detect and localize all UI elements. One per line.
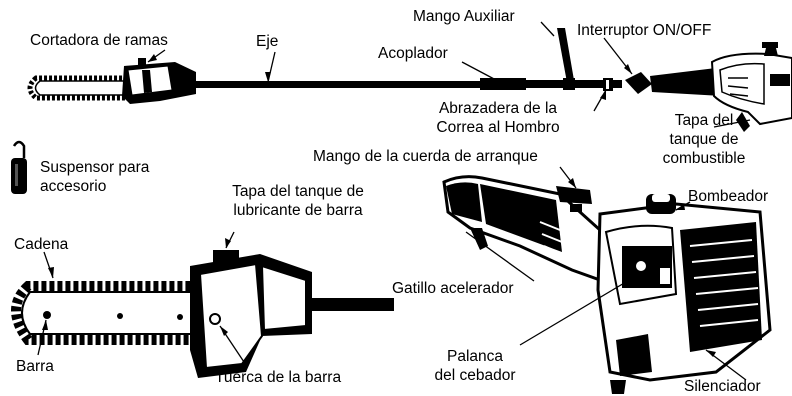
strap-clamp: [603, 78, 613, 91]
label-primer: Bombeador: [688, 188, 769, 205]
label-fuel-cap-line3: combustible: [662, 150, 746, 167]
label-throttle: Gatillo acelerador: [392, 280, 514, 297]
pruner-housing: [190, 250, 394, 378]
label-fuel-cap-line2: tanque de: [669, 131, 739, 148]
arrowheads: [42, 54, 716, 357]
small-pruner-head: [122, 58, 196, 104]
label-bar: Barra: [16, 358, 54, 375]
label-pruner: Cortadora de ramas: [30, 32, 168, 49]
label-chain: Cadena: [14, 236, 69, 253]
label-choke-line2: del cebador: [434, 367, 516, 384]
handle-housing: [442, 175, 602, 283]
on-off-switch: [625, 68, 722, 96]
label-muffler: Silenciador: [684, 378, 761, 395]
label-bar-nut: Tuerca de la barra: [215, 369, 342, 386]
label-auxiliary-handle: Mango Auxiliar: [413, 8, 515, 25]
label-shaft: Eje: [256, 33, 279, 50]
label-oil-cap-line2: lubricante de barra: [233, 202, 363, 219]
starter-handle: [556, 186, 592, 212]
label-on-off-switch: Interruptor ON/OFF: [577, 22, 712, 39]
label-fuel-cap-line1: Tapa del: [674, 112, 734, 129]
label-oil-cap-line1: Tapa del tanque de: [232, 183, 364, 200]
chain-and-bar: [11, 281, 201, 345]
engine-body: [596, 194, 772, 394]
label-hanger-line1: Suspensor para: [40, 159, 150, 176]
label-strap-clamp-line2: Correa al Hombro: [436, 119, 560, 136]
label-coupler: Acoplador: [378, 45, 448, 62]
label-hanger-line2: accesorio: [40, 178, 107, 195]
label-strap-clamp-line1: Abrazadera de la: [438, 100, 558, 117]
small-chain-bar: [27, 75, 135, 101]
accessory-hanger: [11, 140, 27, 194]
label-choke-line1: Palanca: [446, 348, 503, 365]
shaft: [194, 78, 622, 90]
label-starter-handle: Mango de la cuerda de arranque: [313, 148, 538, 165]
auxiliary-handle: [557, 28, 575, 90]
